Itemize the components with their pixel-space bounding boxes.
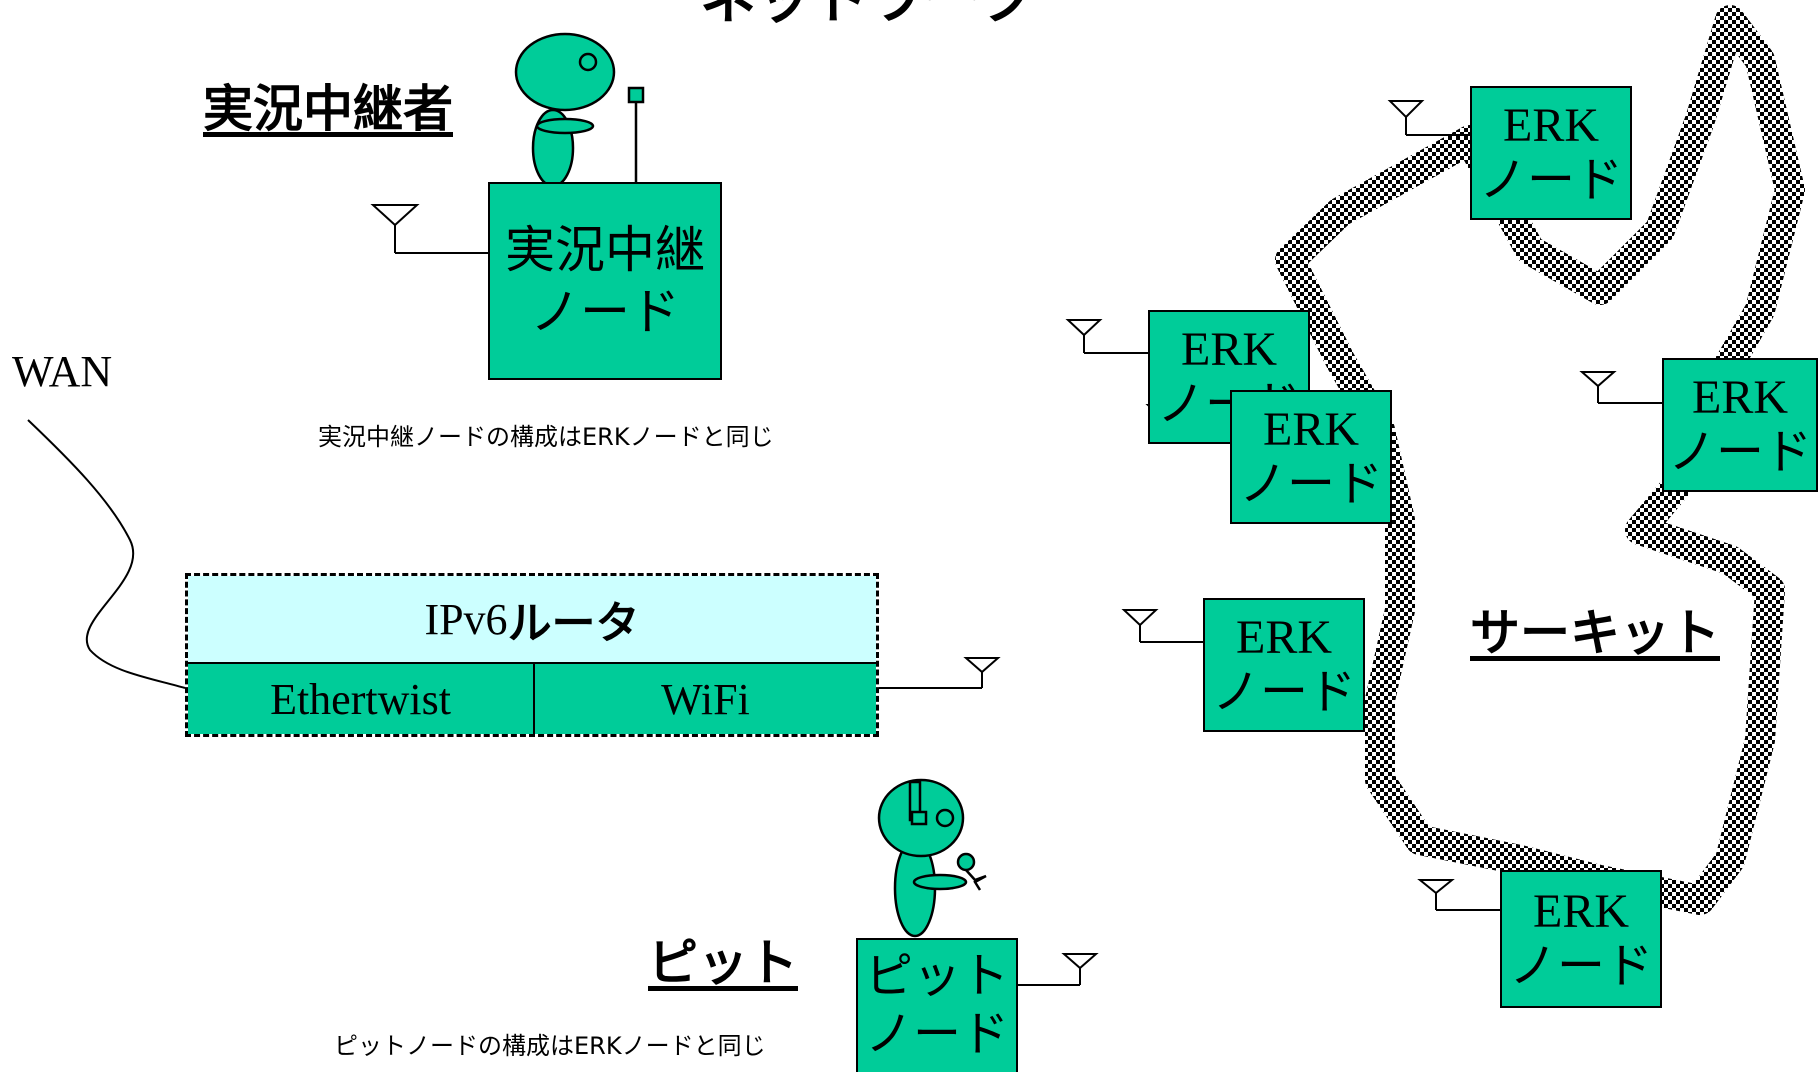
erk-antenna-icon [1417, 879, 1500, 911]
router-title-prefix: IPv6 [424, 594, 508, 644]
erk-node-line1: ERK [1236, 610, 1332, 664]
relay-node-line1: 実況中継 [505, 220, 705, 279]
relay-reporter-figure [514, 32, 645, 188]
pit-node[interactable]: ピット ノード [856, 938, 1018, 1072]
erk-antenna-icon [1387, 100, 1470, 136]
relay-node[interactable]: 実況中継 ノード [488, 182, 722, 380]
erk-node-line2: ノード [1478, 152, 1623, 208]
erk-node-line1: ERK [1263, 402, 1359, 456]
erk-node-line1: ERK [1692, 370, 1788, 424]
erk-node-line2: ノード [1238, 456, 1383, 512]
circuit-track [1275, 5, 1805, 915]
wan-cable [27, 419, 186, 689]
pit-heading: ピット [648, 934, 798, 992]
page-title-partial: ネットワーク [700, 0, 1036, 32]
erk-node-line2: ノード [1667, 424, 1812, 480]
relay-heading: 実況中継者 [203, 80, 453, 138]
erk-node[interactable]: ERK ノード [1230, 390, 1392, 524]
wifi-antenna-icon [963, 657, 1001, 688]
pit-antenna-icon [1061, 953, 1099, 985]
erk-node[interactable]: ERK ノード [1500, 870, 1662, 1008]
relay-node-line2: ノード [530, 283, 680, 341]
router-title-suffix: ルータ [507, 598, 640, 649]
pit-node-line1: ピット [864, 948, 1009, 1005]
erk-node[interactable]: ERK ノード [1203, 598, 1365, 732]
erk-antenna-icon [1121, 609, 1203, 643]
pit-node-line2: ノード [864, 1006, 1009, 1062]
erk-antenna-icon [1579, 371, 1662, 404]
wan-label: WAN [12, 347, 113, 396]
erk-node-line1: ERK [1181, 322, 1277, 376]
pit-crew-figure [877, 778, 987, 938]
relay-antenna-icon [370, 204, 420, 253]
erk-antenna-icon [1065, 319, 1148, 354]
circuit-label: サーキット [1470, 604, 1720, 662]
erk-node[interactable]: ERK ノード [1470, 86, 1632, 220]
pit-note: ピットノードの構成はERKノードと同じ [334, 1032, 766, 1060]
erk-node-line2: ノード [1508, 938, 1653, 994]
relay-note: 実況中継ノードの構成はERKノードと同じ [318, 423, 774, 451]
erk-node-line1: ERK [1503, 98, 1599, 152]
router-ethertwist-cell: Ethertwist [188, 662, 535, 734]
erk-node-line2: ノード [1211, 664, 1356, 720]
erk-node-line1: ERK [1533, 884, 1629, 938]
router-wifi-cell: WiFi [535, 662, 876, 734]
erk-node[interactable]: ERK ノード [1662, 358, 1818, 492]
